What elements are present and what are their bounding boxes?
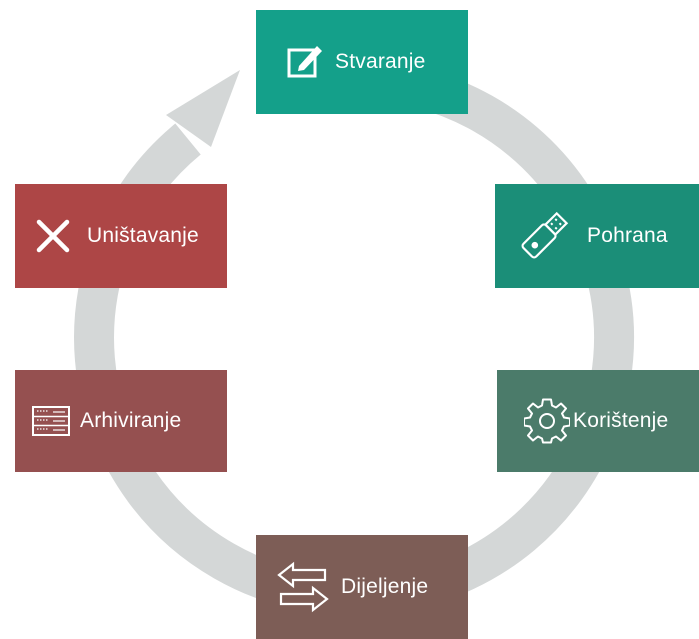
stage-label: Arhiviranje bbox=[80, 409, 182, 432]
cycle-ring-arc bbox=[74, 59, 635, 616]
edit-icon bbox=[283, 40, 327, 84]
stage-label: Pohrana bbox=[587, 224, 668, 247]
stage-arhiviranje: Arhiviranje bbox=[15, 370, 227, 472]
exchange-arrows-icon bbox=[275, 559, 331, 615]
stage-stvaranje: Stvaranje bbox=[256, 10, 468, 114]
cycle-arrow-head bbox=[166, 70, 240, 147]
stage-pohrana: Pohrana bbox=[495, 184, 699, 288]
stage-label: Korištenje bbox=[573, 409, 669, 432]
stage-dijeljenje: Dijeljenje bbox=[256, 535, 468, 639]
close-icon bbox=[35, 218, 71, 254]
stage-unistavanje: Uništavanje bbox=[15, 184, 227, 288]
stage-label: Dijeljenje bbox=[341, 575, 429, 598]
usb-drive-icon bbox=[515, 207, 573, 265]
archive-rack-icon bbox=[31, 401, 71, 441]
gear-icon bbox=[524, 398, 570, 444]
stage-label: Uništavanje bbox=[87, 224, 199, 247]
stage-label: Stvaranje bbox=[335, 50, 426, 73]
stage-koristenje: Korištenje bbox=[497, 370, 699, 472]
